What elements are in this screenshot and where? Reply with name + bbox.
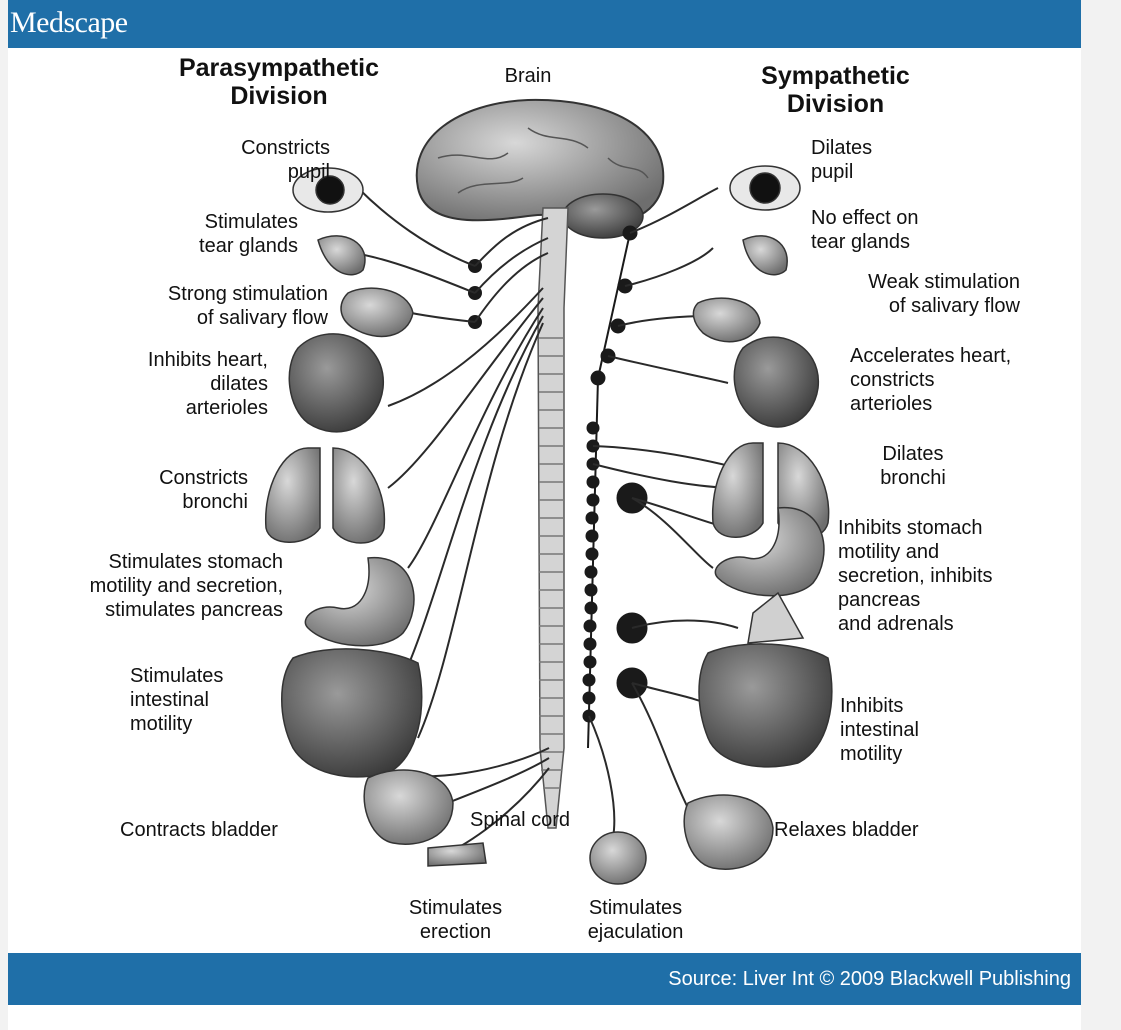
stomach-icon-left xyxy=(304,557,415,647)
para-saliva-label: Strong stimulation of salivary flow xyxy=(167,283,328,329)
para-tears-label: Stimulates tear glands xyxy=(199,211,298,257)
para-stomach-label: Stimulates stomach motility and secretio… xyxy=(89,551,283,621)
footer-bar: Source: Liver Int © 2009 Blackwell Publi… xyxy=(8,953,1081,1005)
left-organs xyxy=(264,167,487,867)
symp-intestine-label: Inhibits intestinal motility xyxy=(840,695,919,765)
right-organs xyxy=(589,165,833,885)
symp-ejaculation-label: Stimulates ejaculation xyxy=(587,897,684,943)
source-credit: Source: Liver Int © 2009 Blackwell Publi… xyxy=(668,968,1071,990)
salivary-gland-icon-left xyxy=(340,287,414,338)
nerve-fibers xyxy=(352,187,739,854)
symp-saliva-label: Weak stimulation of salivary flow xyxy=(868,271,1020,317)
para-bladder-label: Contracts bladder xyxy=(120,819,278,841)
eye-icon-right xyxy=(729,165,801,211)
para-erection-label: Stimulates erection xyxy=(408,897,503,943)
testis-icon xyxy=(589,831,647,885)
symp-stomach-label: Inhibits stomach motility and secretion,… xyxy=(838,517,993,635)
header-bar: Medscape xyxy=(8,0,1081,48)
stomach-icon-right xyxy=(714,507,825,597)
para-intestine-label: Stimulates intestinal motility xyxy=(130,665,224,735)
spinal-cord-shape xyxy=(537,207,569,829)
intestine-icon-left xyxy=(281,648,423,778)
tear-gland-icon-right xyxy=(742,235,788,276)
eye-icon-left xyxy=(292,167,364,213)
symp-bladder-label: Relaxes bladder xyxy=(774,819,919,841)
symp-heart-label: Accelerates heart, constricts arterioles xyxy=(850,345,1012,415)
heart-icon-right xyxy=(733,336,819,428)
symp-pupil-label: Dilates pupil xyxy=(811,137,873,183)
parasympathetic-ganglia xyxy=(468,259,482,329)
bladder-icon-right xyxy=(683,794,774,870)
figure: Medscape xyxy=(8,0,1081,1030)
sympathetic-chain xyxy=(582,225,648,749)
brain-label: Brain xyxy=(504,65,552,87)
penis-icon xyxy=(427,842,487,867)
salivary-gland-icon-right xyxy=(692,297,761,343)
lungs-icon-left xyxy=(264,447,386,544)
brain-shape xyxy=(415,98,665,239)
parasympathetic-title: Parasympathetic Division xyxy=(178,54,380,110)
spinal-cord-label: Spinal cord xyxy=(470,809,571,831)
sympathetic-title: Sympathetic Division xyxy=(761,62,910,118)
para-pupil-label: Constricts pupil xyxy=(241,137,330,183)
intestine-icon-right xyxy=(698,643,833,768)
medscape-logo[interactable]: Medscape xyxy=(10,6,128,39)
para-heart-label: Inhibits heart, dilates arterioles xyxy=(147,349,268,419)
bladder-icon-left xyxy=(363,769,454,845)
tear-gland-icon-left xyxy=(317,235,366,276)
symp-bronchi-label: Dilates bronchi xyxy=(880,443,946,489)
para-bronchi-label: Constricts bronchi xyxy=(159,467,248,513)
symp-tears-label: No effect on tear glands xyxy=(811,207,919,253)
heart-icon-left xyxy=(288,333,384,433)
adrenal-icon xyxy=(747,591,805,644)
diagram-illustration xyxy=(264,98,833,885)
